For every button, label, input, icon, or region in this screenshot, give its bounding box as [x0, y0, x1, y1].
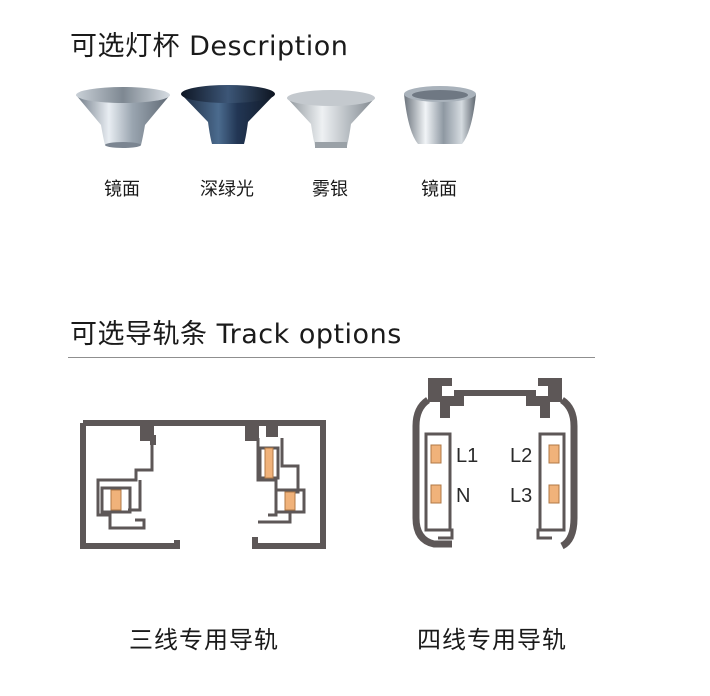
silver-mirror-reflector-cup-icon: [76, 87, 170, 148]
cup-label-dark-green: 深绿光: [200, 179, 254, 200]
section-divider: [68, 357, 595, 358]
terminal-label-l3: L3: [510, 485, 532, 507]
cup-label-matte-silver: 雾银: [312, 179, 348, 200]
cup-label-deep-mirror: 镜面: [421, 179, 457, 200]
terminal-label-l1: L1: [456, 445, 478, 467]
terminal-label-n: N: [456, 485, 470, 507]
silver-mirror-deep-cup-icon: [404, 86, 476, 144]
three-wire-track-profile-icon: [80, 420, 326, 549]
track-label-four-wire: 四线专用导轨: [417, 626, 567, 654]
track-label-three-wire: 三线专用导轨: [129, 626, 279, 654]
cups-section-title: 可选灯杯 Description: [70, 31, 349, 62]
terminal-label-l2: L2: [510, 445, 532, 467]
matte-silver-reflector-cup-icon: [287, 90, 375, 148]
cup-label-silver-mirror: 镜面: [104, 179, 140, 200]
dark-green-reflector-cup-icon: [181, 85, 275, 144]
four-wire-track-profile-icon: L1 L2 N L3: [412, 378, 578, 550]
track-section-title: 可选导轨条 Track options: [70, 319, 402, 350]
